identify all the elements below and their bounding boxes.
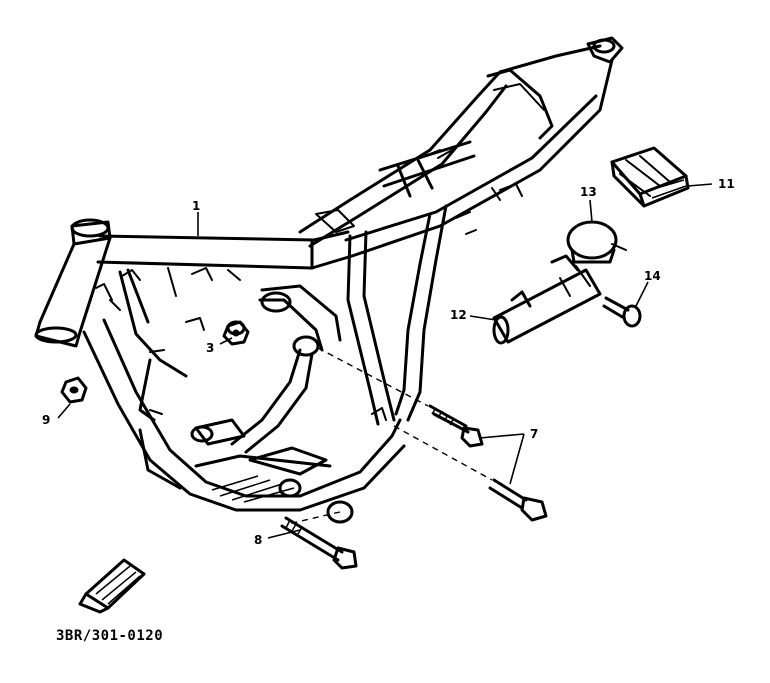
tool-bag-11 <box>610 146 690 208</box>
diagram-code: 3BR/301-0120 <box>56 628 164 644</box>
callout-11: 11 <box>718 177 735 191</box>
nut-3 <box>222 320 250 346</box>
bolt-7-upper <box>428 404 484 448</box>
callout-12: 12 <box>450 308 467 322</box>
callout-7: 7 <box>530 427 539 441</box>
callout-14: 14 <box>644 269 661 283</box>
front-direction-arrow-icon <box>78 558 146 614</box>
nut-9 <box>60 376 88 404</box>
callout-1: 1 <box>192 199 201 213</box>
tool-holder-12 <box>492 254 602 345</box>
bolt-8 <box>280 516 358 570</box>
callout-13: 13 <box>580 185 597 199</box>
callout-9: 9 <box>42 413 51 427</box>
assembly-dashed-lines <box>287 347 493 525</box>
leader-lines <box>57 183 713 539</box>
cap-13 <box>566 220 627 264</box>
main-frame <box>34 36 624 524</box>
callout-3: 3 <box>206 341 215 355</box>
screw-14 <box>602 296 642 328</box>
bolt-7-lower <box>488 478 548 522</box>
callout-8: 8 <box>254 533 263 547</box>
